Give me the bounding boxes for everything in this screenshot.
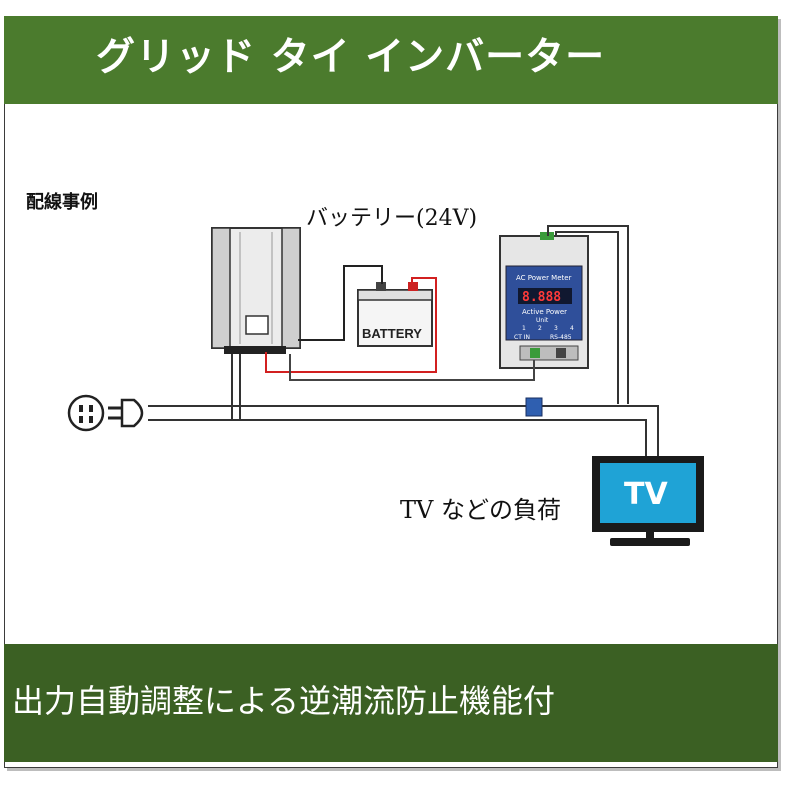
inverter: [211, 227, 301, 354]
battery-label: バッテリー(24V): [306, 206, 478, 231]
example-label: 配線事例: [26, 192, 98, 213]
wire-inverter-meter: [289, 354, 535, 381]
meter-display: 8.888: [522, 290, 561, 305]
ac-line-top: [148, 405, 659, 458]
load-label: TV などの負荷: [400, 496, 561, 524]
meter-tick-3: 3: [554, 325, 558, 332]
wires: [148, 225, 659, 458]
footer-caption: 出力自動調整による逆潮流防止機能付: [12, 682, 556, 720]
meter-tick-2: 2: [538, 325, 542, 332]
wire-battery-neg: [298, 265, 383, 341]
footer-bar: [4, 644, 778, 762]
tv-text: TV: [624, 477, 668, 512]
wire-battery-pos: [265, 277, 437, 373]
page-title: グリッド タイ インバーター: [96, 35, 606, 80]
meter-subtitle: Active Power: [522, 308, 567, 316]
battery: [357, 282, 433, 347]
wire-meter-right-2: [555, 231, 619, 404]
header-bar: [4, 16, 778, 104]
ac-line-bottom: [148, 419, 647, 458]
outlet-icon: [67, 394, 105, 432]
meter-title: AC Power Meter: [516, 274, 572, 282]
meter-port-rs485: RS-485: [550, 334, 572, 341]
ct-clamp: [525, 397, 543, 417]
power-meter: [499, 232, 589, 369]
meter-port-ct: CT IN: [514, 334, 530, 341]
meter-unit-label: Unit: [536, 317, 549, 324]
frame: [4, 16, 778, 768]
plug-icon: [108, 398, 144, 428]
battery-text: BATTERY: [362, 326, 422, 341]
tv-icon: [592, 456, 704, 546]
wire-meter-right: [547, 225, 629, 404]
meter-tick-1: 1: [522, 325, 526, 332]
meter-tick-4: 4: [570, 325, 574, 332]
